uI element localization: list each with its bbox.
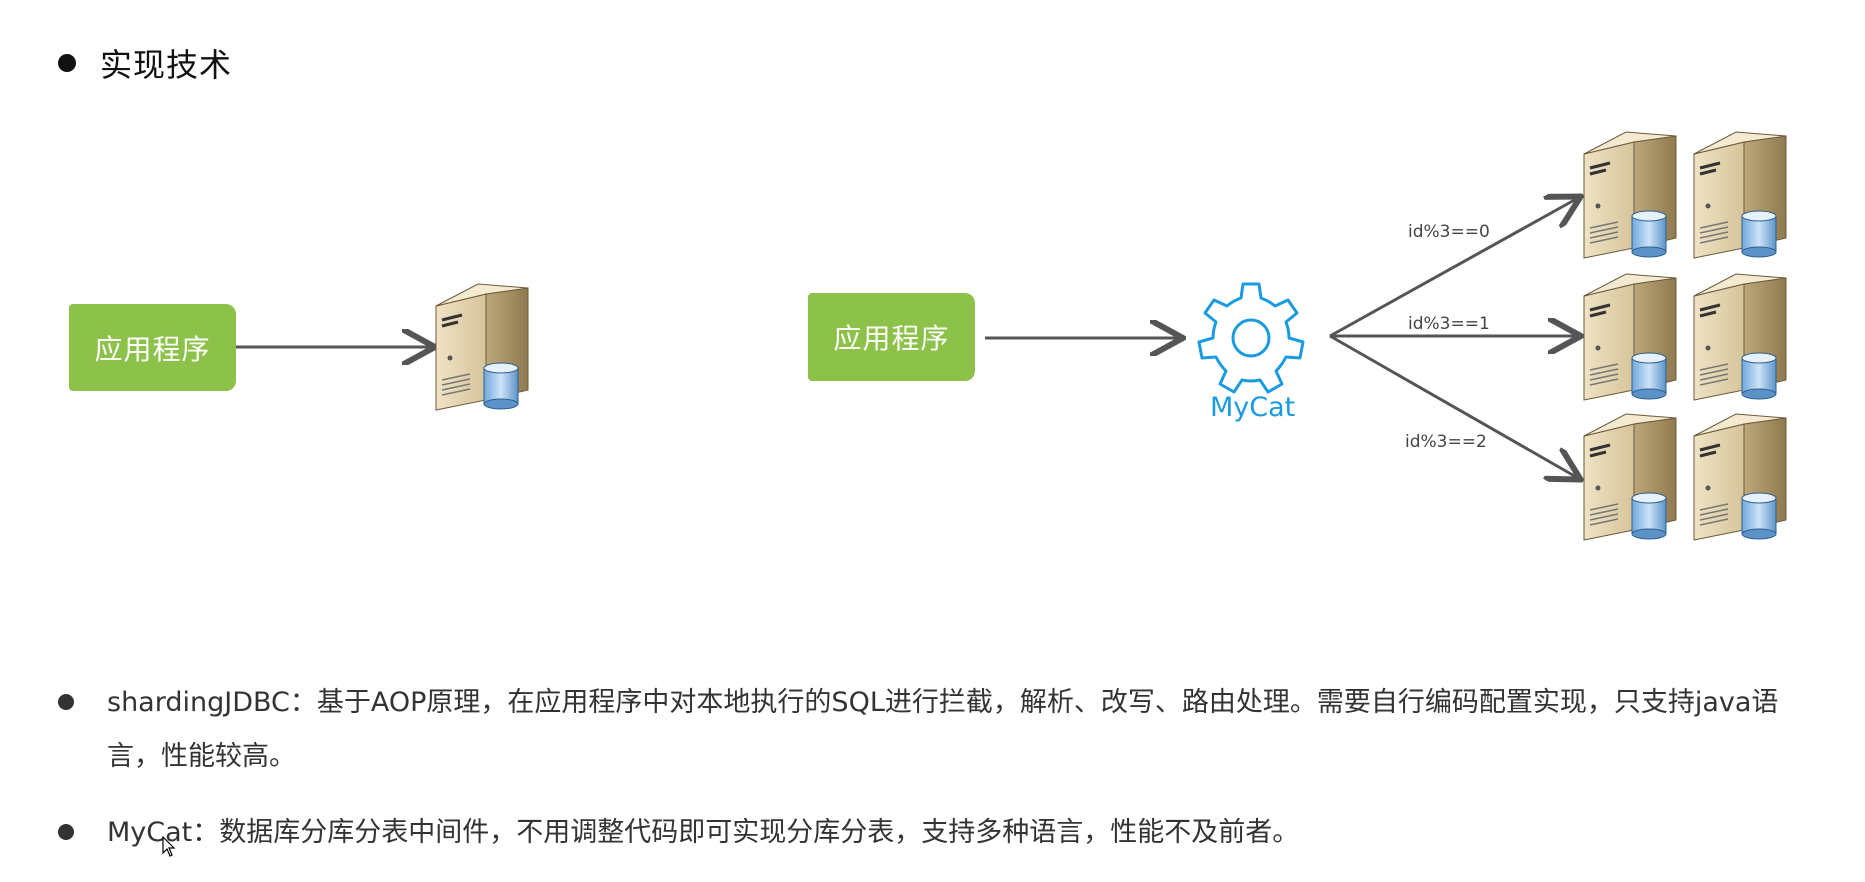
database-server-icon bbox=[1580, 410, 1680, 542]
list-item-mycat: MyCat：数据库分库分表中间件，不用调整代码即可实现分库分表，支持多种语言，性… bbox=[58, 806, 1828, 860]
list-item-shardingjdbc: shardingJDBC：基于AOP原理，在应用程序中对本地执行的SQL进行拦截… bbox=[58, 676, 1828, 784]
architecture-diagram bbox=[236, 0, 1865, 620]
arrow-mycat-to-shard0 bbox=[1329, 198, 1578, 338]
list-bullet bbox=[58, 694, 74, 710]
arrow-mycat-to-shard2 bbox=[1329, 334, 1578, 478]
routing-rule-1: id%3==1 bbox=[1408, 314, 1490, 334]
database-server-icon bbox=[1690, 128, 1790, 260]
section-heading: 实现技术 bbox=[58, 40, 232, 86]
database-server-icon bbox=[1690, 410, 1790, 542]
routing-rule-2: id%3==2 bbox=[1405, 432, 1487, 452]
list-item-text: MyCat：数据库分库分表中间件，不用调整代码即可实现分库分表，支持多种语言，性… bbox=[107, 817, 1300, 848]
database-server-icon bbox=[1580, 270, 1680, 402]
database-server-icon bbox=[1580, 128, 1680, 260]
database-server-icon bbox=[432, 280, 532, 412]
list-item-text: shardingJDBC：基于AOP原理，在应用程序中对本地执行的SQL进行拦截… bbox=[107, 687, 1779, 772]
database-server-icon bbox=[1690, 270, 1790, 402]
heading-text: 实现技术 bbox=[100, 46, 233, 84]
list-bullet bbox=[58, 824, 74, 840]
application-box-right: 应用程序 bbox=[808, 293, 975, 381]
description-list: shardingJDBC：基于AOP原理，在应用程序中对本地执行的SQL进行拦截… bbox=[58, 676, 1828, 882]
mycat-label: MyCat bbox=[1210, 392, 1296, 423]
mouse-cursor-icon bbox=[162, 836, 176, 857]
routing-rule-0: id%3==0 bbox=[1408, 222, 1490, 242]
application-box-left: 应用程序 bbox=[69, 304, 236, 391]
gear-icon bbox=[1197, 282, 1305, 394]
heading-bullet bbox=[58, 54, 76, 72]
